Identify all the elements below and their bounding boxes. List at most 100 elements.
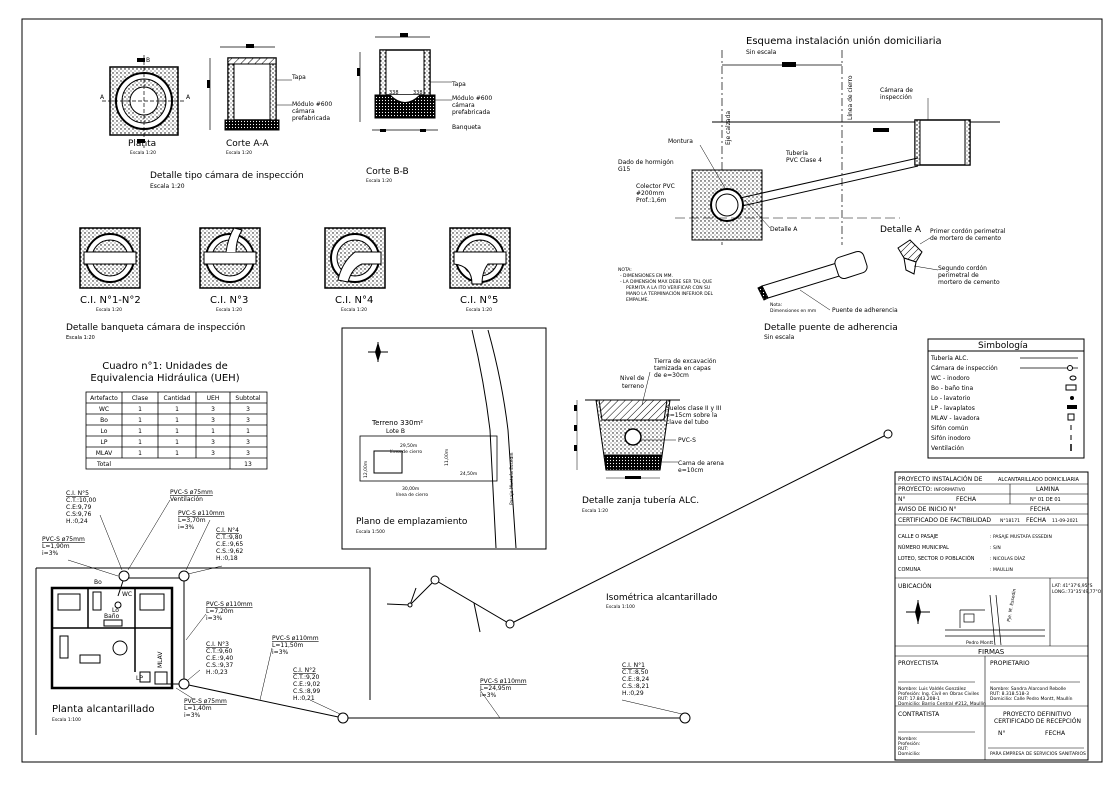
emp-linea-cierro-1: línea de cierro [390, 448, 422, 455]
pvc75b-0: PVC-S ø75mm [184, 698, 227, 705]
puente-nota-1: Nota: [770, 302, 782, 308]
planta-alc-title: Planta alcantarillado [52, 704, 154, 715]
emp-terreno-1: Terreno 330m² [371, 419, 423, 427]
cuadro-r1c1: 1 [138, 417, 142, 424]
esquema-detalle-a: Detalle A [770, 226, 798, 233]
pvc110a-2: i=3% [178, 524, 195, 531]
pvc110b-label: PVC-S ø110mm L=7,20m i=3% [206, 601, 253, 622]
cuadro-r3c3: 3 [211, 439, 215, 446]
north-arrow-icon [368, 342, 388, 362]
cj-proyecto-def-2: CERTIFICADO DE RECEPCIÓN [994, 718, 1081, 725]
nota-line5: EMPALME. [626, 297, 649, 303]
esquema-colector-3: Prof.:1,6m [636, 197, 667, 204]
cj-lat: LAT: 41°37'6,95"S [1052, 583, 1093, 589]
cuadro-h3: UEH [207, 395, 220, 402]
cuadro-r4c0: MLAV [96, 450, 113, 457]
cuadro-title-1: Cuadro n°1: Unidades de [102, 361, 228, 372]
cj-n-label: N° [898, 496, 906, 503]
ci2-label: C.I. N°2 C.T.:9,20 C.E.:9,02 C.S.:8,99 H… [293, 667, 320, 702]
cj-fecha-label: FECHA [956, 496, 977, 503]
cuadro-r3c4: 3 [246, 439, 250, 446]
simb-item-6: MLAV - lavadora [931, 415, 980, 422]
ci2-h: H.:0,21 [293, 695, 315, 702]
esquema-camara-2: inspección [880, 94, 912, 101]
room-mlav: MLAV [157, 651, 164, 668]
bb-prefabricada: prefabricada [452, 109, 490, 116]
banqueta-ci4 [324, 227, 386, 289]
iso-scale: Escala 1:100 [606, 604, 635, 610]
nota-line4: MANO LA TERMINACIÓN INFERIOR DEL [626, 290, 714, 297]
detalle-zanja: Nivel de terreno Tierra de excavación ta… [574, 358, 724, 514]
puente-scale: Sin escala [764, 334, 795, 341]
aa-prefabricada: prefabricada [292, 115, 330, 122]
ci1-marker [679, 712, 691, 724]
simbologia: Simbología Tubería ALC. Cámara de inspec… [927, 338, 1085, 459]
cj-calle-label: CALLE O PASAJE [898, 534, 938, 540]
cj-comuna-label: COMUNA [898, 567, 921, 573]
nota-line2: - LA DIMENSIÓN MAX DEBE SER TAL QUE [620, 278, 712, 285]
pvc110c-label: PVC-S ø110mm L=11,50m i=3% [272, 635, 319, 656]
cj-cont-l1: Nombre: [898, 736, 917, 742]
cj-aviso: AVISO DE INICIO N° [898, 506, 956, 513]
simb-item-2: WC - inodoro [931, 375, 970, 382]
segundo-cordon-3: mortero de cemento [938, 279, 1000, 286]
pvc110b-2: i=3% [206, 615, 223, 622]
pvc75a-label: PVC-S ø75mm L=1,90m i=3% [42, 536, 85, 557]
esquema-colector-1: Colector PVC [636, 183, 675, 190]
ci2-ct: C.T.:9,20 [293, 674, 320, 681]
ci1-label: C.I. N°1 C.T.:8,50 C.E.:8,24 C.S.:8,21 H… [622, 662, 649, 697]
vent-label: Ventilación [170, 496, 203, 503]
cuadro-r4c3: 3 [211, 450, 215, 457]
cuadro-r0c4: 3 [246, 406, 250, 413]
simb-item-1: Cámara de inspección [931, 365, 998, 372]
pvc75a-2: i=3% [42, 550, 59, 557]
cj-proyecto-def-1: PROYECTO DEFINITIVO [1003, 711, 1071, 718]
pvc75b-2: i=3% [184, 712, 201, 719]
room-lp: LP [136, 675, 143, 682]
cuadro-r3c2: 1 [175, 439, 179, 446]
emp-d2950: 29,50m [400, 443, 417, 449]
cuadro-r4c1: 1 [138, 450, 142, 457]
banqueta-ci3-label: C.I. N°3 [210, 295, 248, 306]
planta-alcantarillado: Bo WC Lo Baño LP MLAV [35, 489, 691, 735]
ci5-ce: C.E:9,79 [66, 504, 91, 511]
cj-cont-l2: Profesión: [898, 740, 920, 747]
ci4-ce: C.E.:9,65 [216, 541, 243, 548]
banqueta-ci5 [449, 227, 511, 289]
pvc110d-label: PVC-S ø110mm L=24,95m i=3% [480, 678, 527, 699]
cj-prop-l1: Nombre: Sandra Alarcond Rebolle [990, 686, 1066, 692]
primer-cordon-1: Primer cordón perimetral [930, 228, 1006, 235]
bb-338-right: 338 [413, 90, 423, 96]
cuadro-r3c0: LP [101, 439, 108, 446]
cj-proyecto-a: PROYECTO INSTALACIÓN DE [898, 476, 983, 483]
puente-nota-2: Dimensiones en mm [770, 308, 816, 314]
esquema-dado-1: Dado de hormigón [618, 159, 674, 166]
camara-detail: A A B Planta Escala 1:20 Tapa Módulo #60… [100, 33, 492, 190]
cuadro-r3c1: 1 [138, 439, 142, 446]
zanja-cama-1: Cama de arena [678, 460, 724, 467]
cj-ubicacion: UBICACIÓN [898, 583, 932, 590]
bb-camara: cámara [452, 102, 475, 109]
puente-title: Detalle puente de adherencia [764, 323, 898, 333]
cj-cont-l3: RUT: [898, 746, 908, 752]
cuadro-h0: Artefacto [90, 395, 118, 402]
esquema-tuberia: Tubería [785, 150, 808, 157]
cj-prop-l3: Domicilio: Calle Pedro Montt, Maullín [990, 695, 1073, 702]
cuadro-r1c2: 1 [175, 417, 179, 424]
cj-loteo: : NICOLAS DÍAZ [990, 555, 1025, 562]
corte-aa-scale: Escala 1:20 [226, 150, 252, 156]
cj-cont-l4: Domicilio: [898, 751, 920, 757]
camara-title-scale: Escala 1:20 [150, 183, 185, 190]
aa-camara: cámara [292, 108, 315, 115]
primer-cordon-2: de mortero de cemento [930, 235, 1001, 242]
ci5-h: H.:0,24 [66, 518, 88, 525]
pvc110d-0: PVC-S ø110mm [480, 678, 527, 685]
banqueta-ci1-label: C.I. N°1-N°2 [80, 295, 141, 306]
cuadro-r1c3: 3 [211, 417, 215, 424]
cj-calle-mapa: Pedro Montt [966, 640, 993, 646]
banqueta-ci3 [199, 227, 261, 289]
cj-empresa: PARA EMPRESA DE SERVICIOS SANITARIOS [990, 751, 1086, 757]
banqueta-ci1-scale: Escala 1:20 [96, 307, 122, 313]
cj-aviso-fecha: FECHA [1030, 506, 1051, 513]
